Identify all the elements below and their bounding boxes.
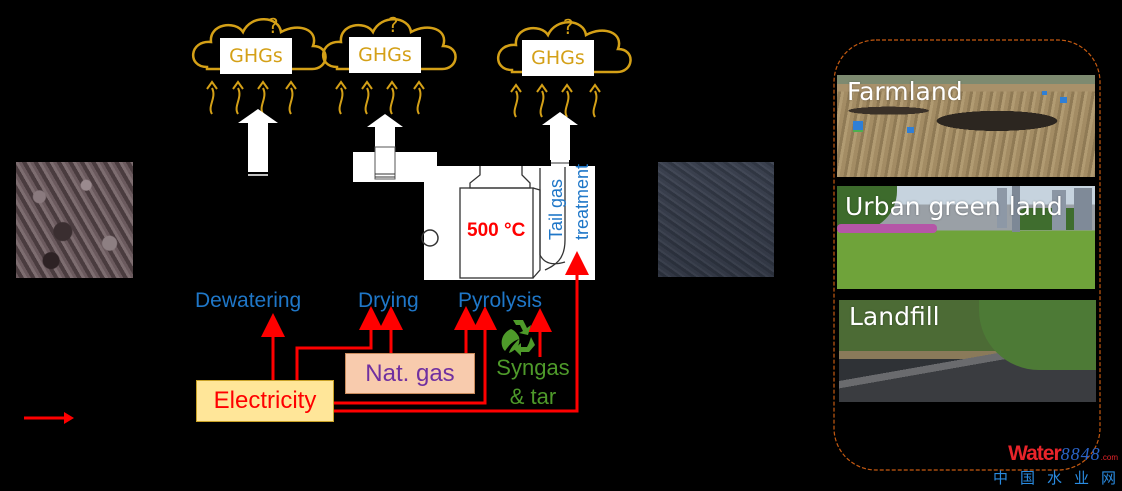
wavy-emission-arrow	[364, 87, 370, 115]
syngas-label: Syngas & tar	[496, 355, 570, 409]
skyscraper	[1074, 188, 1092, 230]
stage-drying: Drying	[358, 289, 419, 312]
sign-icon	[1060, 97, 1067, 103]
reactor-temperature: 500 °C	[467, 220, 526, 241]
wavy-emission-arrow	[513, 90, 519, 118]
watermark-logo: Water8848.com 中国水业网	[993, 442, 1118, 488]
treatment-plant-building	[353, 146, 595, 280]
energy-flow-lines	[261, 251, 589, 413]
wavy-emission-arrow	[338, 87, 344, 115]
wavy-emission-arrow	[389, 87, 395, 115]
chimney-arrow-3	[542, 112, 578, 160]
pyrolysis-reactor	[459, 166, 566, 279]
fan-icon	[421, 229, 439, 247]
wavy-emission-arrow	[235, 87, 241, 115]
recycle-icon	[501, 320, 535, 356]
watermark-brand: Water	[1008, 442, 1062, 465]
farmland-photo: Farmland	[837, 75, 1095, 177]
wavy-arrow-head	[361, 80, 373, 90]
hill-vegetation	[979, 300, 1096, 370]
watermark-domain: .com	[1100, 453, 1118, 462]
wavy-arrow-head	[536, 83, 548, 93]
ghg-question-mark-1: ?	[268, 14, 279, 38]
chimney-arrow-1	[238, 109, 278, 176]
land-application-panel	[833, 39, 1101, 471]
skyscraper	[997, 188, 1007, 228]
ghg-label-2: GHGs	[349, 37, 421, 73]
wavy-arrow-head	[335, 80, 347, 90]
legend-energy-arrow	[24, 412, 74, 424]
wavy-arrow-head	[589, 83, 601, 93]
stage-dewatering: Dewatering	[195, 289, 302, 312]
wavy-arrow-head	[561, 83, 573, 93]
watermark-number: 8848	[1060, 444, 1101, 464]
wavy-arrow-head	[510, 83, 522, 93]
stage-pyrolysis: Pyrolysis	[458, 289, 543, 312]
wavy-emission-arrow	[592, 90, 598, 118]
ghg-label-3: GHGs	[522, 40, 594, 76]
biochar-image	[658, 162, 774, 277]
wavy-emission-arrow	[564, 90, 570, 118]
wavy-emission-arrow	[539, 90, 545, 118]
wavy-arrow-head	[285, 80, 297, 90]
raw-sludge-image	[16, 162, 133, 278]
ghg-cloud-2	[321, 18, 457, 71]
treatment-label: treatment	[572, 163, 592, 240]
flow-electricity-to-pyrolysis	[334, 306, 497, 405]
wavy-arrow-head	[257, 80, 269, 90]
emission-wavy-arrows	[206, 80, 601, 118]
electricity-box: Electricity	[196, 380, 334, 422]
ghg-cloud-3	[496, 21, 632, 74]
flower-bed	[837, 224, 937, 233]
sign-icon	[1042, 91, 1047, 95]
wavy-arrow-head	[206, 80, 218, 90]
tail-gas-label: Tail gas	[546, 178, 566, 240]
flow-electricity-to-tail-gas	[334, 251, 589, 413]
ghg-label-1: GHGs	[220, 38, 292, 74]
urban-green-land-label: Urban green land	[845, 192, 1063, 221]
skyscraper	[1052, 190, 1066, 230]
ghg-question-mark-2: ?	[388, 13, 399, 37]
skyscraper	[1012, 186, 1020, 232]
wavy-emission-arrow	[209, 87, 215, 115]
wavy-emission-arrow	[288, 87, 294, 115]
farmland-label: Farmland	[847, 77, 963, 106]
wavy-arrow-head	[413, 80, 425, 90]
wavy-arrow-head	[386, 80, 398, 90]
sign-icon	[853, 121, 863, 132]
ghg-question-mark-3: ?	[563, 15, 574, 39]
wavy-emission-arrow	[416, 87, 422, 115]
landfill-photo: Landfill	[839, 300, 1096, 402]
natural-gas-box: Nat. gas	[345, 353, 475, 394]
flow-electricity-to-drying	[295, 306, 383, 380]
watermark-chinese: 中国水业网	[992, 469, 1122, 487]
urban-green-land-photo: Urban green land	[837, 186, 1095, 289]
sign-icon	[907, 127, 914, 133]
wavy-arrow-head	[232, 80, 244, 90]
wavy-emission-arrow	[260, 87, 266, 115]
landfill-label: Landfill	[849, 302, 940, 331]
